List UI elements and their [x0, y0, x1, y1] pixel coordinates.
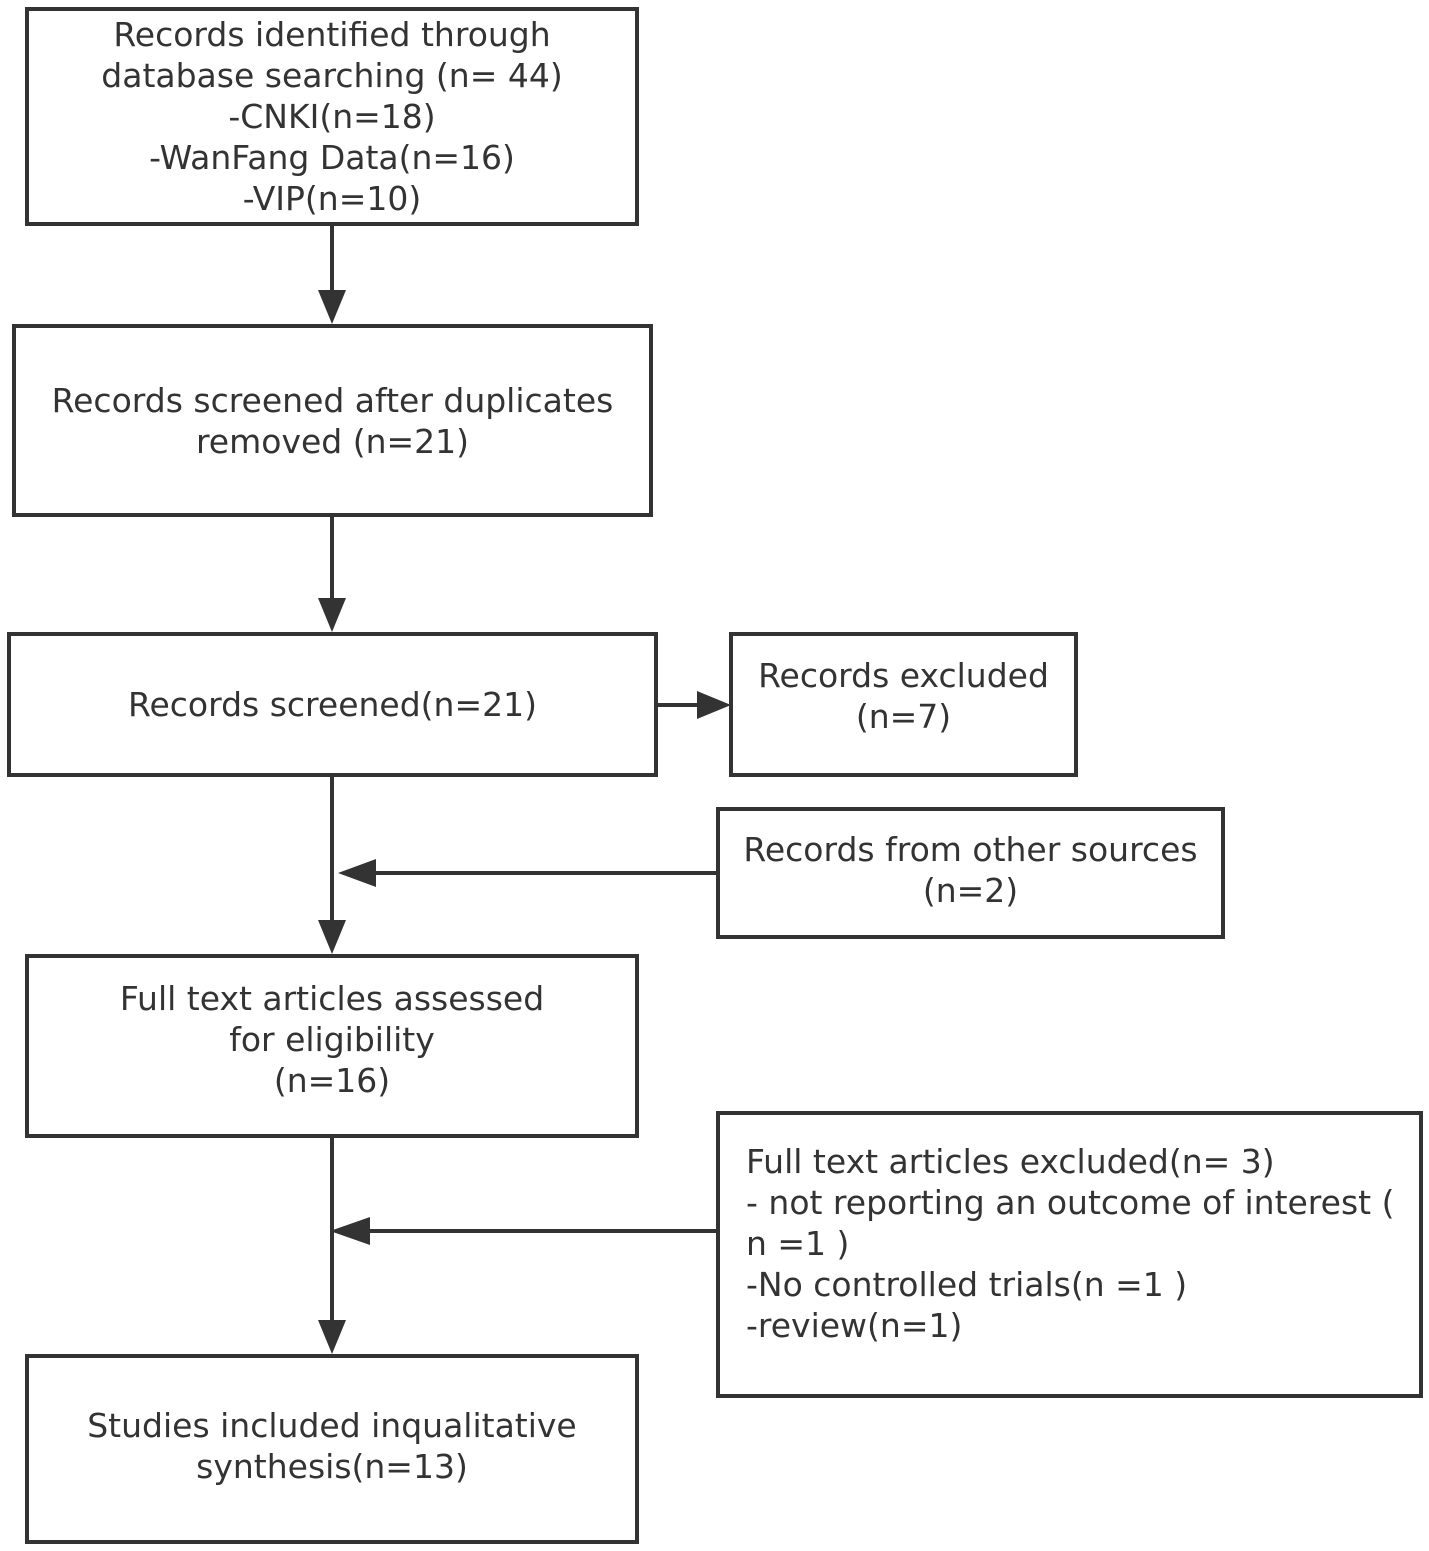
records-identified-line-1: Records identified through	[113, 15, 551, 54]
records-identified-box: Records identified through database sear…	[25, 7, 639, 226]
full-text-excluded-line-5: -review(n=1)	[746, 1306, 963, 1345]
records-identified-line-2: database searching (n= 44)	[101, 56, 563, 95]
arrow-screened-to-full-text-assessed	[318, 776, 346, 954]
records-excluded-line-1: Records excluded	[758, 655, 1049, 695]
records-screened-after-duplicates-box: Records screened after duplicates remove…	[12, 324, 653, 517]
records-identified-line-3: -CNKI(n=18)	[228, 97, 436, 136]
full-text-assessed-line-2: for eligibility	[229, 1019, 435, 1059]
full-text-assessed-line-1: Full text articles assessed	[119, 978, 545, 1018]
full-text-assessed-box: Full text articles assessed for eligibil…	[25, 954, 639, 1138]
studies-included-box: Studies included inqualitative synthesis…	[25, 1354, 639, 1544]
arrow-screened-after-duplicates-to-screened	[318, 516, 346, 632]
arrow-other-sources-to-main	[338, 859, 718, 887]
full-text-assessed-line-3: (n=16)	[273, 1060, 391, 1100]
records-screened-box: Records screened(n=21)	[7, 632, 658, 777]
records-other-sources-line-1: Records from other sources	[743, 830, 1198, 869]
arrow-screened-to-excluded	[656, 691, 731, 719]
studies-included-line-2: synthesis(n=13)	[196, 1447, 468, 1486]
arrow-full-text-excluded-to-main	[330, 1217, 718, 1245]
studies-included-line-1: Studies included inqualitative	[87, 1406, 577, 1445]
arrow-identified-to-screened-after-duplicates	[318, 226, 346, 324]
full-text-excluded-line-3: n =1 )	[746, 1224, 850, 1263]
records-screened-after-duplicates-line-1: Records screened after duplicates	[51, 380, 614, 420]
full-text-excluded-line-2: - not reporting an outcome of interest (	[746, 1183, 1395, 1222]
records-excluded-line-2: (n=7)	[855, 696, 952, 736]
records-screened-line-1: Records screened(n=21)	[128, 685, 537, 724]
records-other-sources-line-2: (n=2)	[922, 871, 1019, 910]
records-excluded-box: Records excluded (n=7)	[729, 632, 1078, 777]
full-text-excluded-line-1: Full text articles excluded(n= 3)	[746, 1142, 1275, 1181]
records-identified-line-5: -VIP(n=10)	[242, 179, 422, 218]
records-screened-after-duplicates-line-2: removed (n=21)	[195, 421, 470, 461]
arrow-full-text-assessed-to-included	[318, 1138, 346, 1354]
records-identified-line-4: -WanFang Data(n=16)	[149, 138, 515, 177]
full-text-excluded-box: Full text articles excluded(n= 3) - not …	[716, 1111, 1423, 1398]
full-text-excluded-line-4: -No controlled trials(n =1 )	[746, 1265, 1188, 1304]
records-other-sources-box: Records from other sources (n=2)	[716, 807, 1225, 939]
